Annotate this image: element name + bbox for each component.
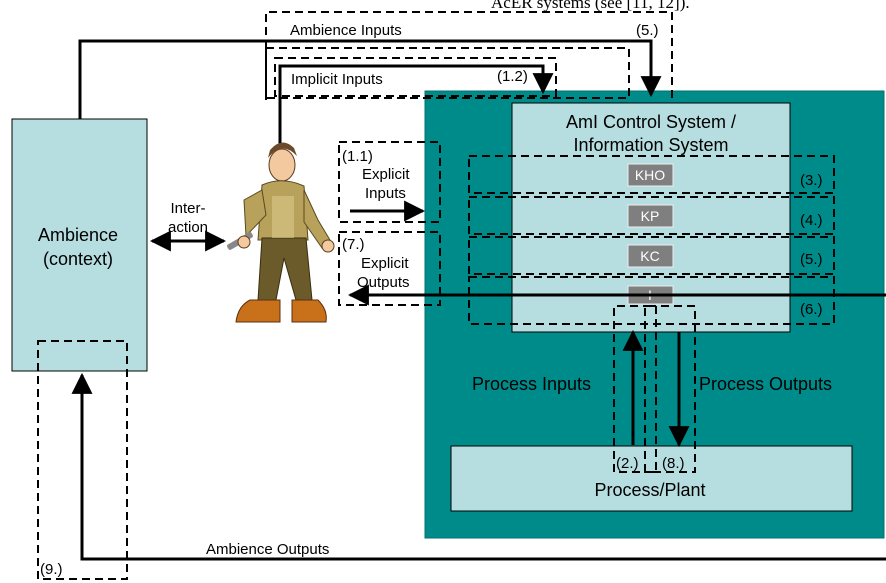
implicit-inputs-label: Implicit Inputs [291, 71, 383, 88]
interaction-label-2: action [168, 219, 208, 236]
layer-frame-kp [468, 196, 835, 235]
layer-tag-i: (6.) [800, 301, 823, 318]
ami-system-title-2: Information System [573, 135, 728, 155]
layer-frame-kc [468, 236, 835, 275]
layer-box-kc [627, 244, 674, 268]
ambience-label-2: (context) [43, 249, 113, 269]
interaction-label-1: Inter- [170, 200, 205, 217]
ambience-label-1: Ambience [38, 225, 118, 245]
process-inputs-tag: (2.) [616, 455, 639, 472]
explicit-inputs-tag: (1.1) [342, 148, 373, 165]
implicit-inputs-inner-frame [274, 57, 557, 97]
explicit-inputs-line2: Inputs [365, 185, 406, 202]
worker-with-wrench-icon [227, 142, 335, 323]
implicit-inputs-arrow [278, 64, 554, 145]
layer-label-kho: KHO [635, 167, 665, 183]
explicit-outputs-line1: Explicit [361, 255, 409, 272]
layer-label-kp: KP [641, 208, 660, 224]
explicit-outputs-tag: (7.) [342, 236, 365, 253]
process-plant-box [450, 445, 853, 512]
ambience-outputs-frame [37, 340, 128, 580]
ambience-outputs-arrow [71, 372, 886, 561]
ambience-inputs-frame [265, 11, 673, 100]
layer-box-kho [627, 163, 674, 187]
process-plant-label: Process/Plant [594, 480, 705, 500]
process-outputs-frame [644, 305, 696, 473]
process-inputs-label: Process Inputs [472, 374, 591, 394]
layer-frame-kho [468, 155, 835, 194]
explicit-outputs-frame [338, 231, 441, 306]
explicit-outputs-line2: Outputs [357, 274, 410, 291]
layer-tag-kp: (4.) [800, 212, 823, 229]
layer-frame-i [468, 276, 835, 325]
ambience-outputs-label: Ambience Outputs [206, 541, 329, 558]
layer-tag-kc: (5.) [800, 251, 823, 268]
ambience-outputs-tag: (9.) [40, 561, 63, 578]
layer-label-kc: KC [640, 248, 659, 264]
ambience-inputs-label: Ambience Inputs [290, 22, 402, 39]
explicit-inputs-line1: Explicit [362, 166, 410, 183]
layer-tag-kho: (3.) [800, 172, 823, 189]
implicit-inputs-frame [265, 47, 630, 99]
top-caption: AcER systems (see [11, 12]). [491, 0, 690, 12]
ambience-inputs-tag: (5.) [636, 22, 659, 39]
ambience-inputs-arrow [78, 39, 662, 119]
layer-box-kp [627, 204, 674, 228]
ambience-box [11, 118, 148, 372]
process-outputs-tag: (8.) [662, 455, 685, 472]
implicit-inputs-tag: (1.2) [497, 68, 528, 85]
ami-system-title-1: AmI Control System / [566, 112, 736, 132]
process-outputs-label: Process Outputs [699, 374, 832, 394]
